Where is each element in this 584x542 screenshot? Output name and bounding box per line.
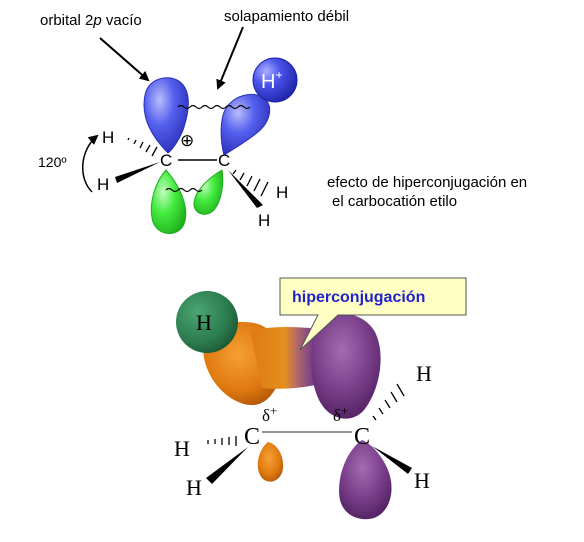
ch-sigma-orbital-top — [220, 94, 271, 156]
hydrogen-left-bottom-1: H — [174, 436, 190, 461]
wedge-bond-right-top — [228, 170, 263, 208]
hydrogen-right-lower: H — [258, 211, 270, 230]
hydrogen-right-bottom-2: H — [414, 468, 430, 493]
delta-plus-left: δ+ — [262, 403, 277, 425]
overlap-arrow — [216, 26, 244, 90]
hydrogen-left-lower: H — [97, 175, 109, 194]
proton-sphere — [252, 57, 298, 103]
lower-p-orbital-lobe — [150, 169, 187, 234]
orbital-arrow — [99, 37, 150, 82]
delta-plus-right: δ+ — [333, 403, 348, 425]
hyperconjugation-callout-box — [279, 277, 467, 351]
purple-orbital-lobe-upper — [310, 313, 381, 419]
hydrogen-right-upper: H — [276, 183, 288, 202]
overlap-label: solapamiento débil — [224, 8, 349, 25]
positive-charge: ⊕ — [180, 131, 194, 150]
overlap-wavy-top — [177, 104, 251, 110]
hydrogen-right-bottom-1: H — [416, 361, 432, 386]
hydrogen-sphere — [176, 291, 238, 353]
ch-sigma-orbital-bottom — [193, 169, 224, 215]
hashed-bond-left-bottom — [207, 436, 237, 446]
hydrogen-left-upper: H — [102, 128, 114, 147]
orbital-label: orbital 2p vacío — [40, 12, 142, 29]
carbon-right-top: C — [218, 151, 230, 170]
wedge-bond-right-bottom — [372, 446, 412, 474]
wedge-bond-left-top — [115, 162, 160, 183]
hashed-bond-right-bottom — [372, 383, 405, 421]
hydrogen-left-bottom-2: H — [186, 475, 202, 500]
proton-label: H+ — [261, 68, 282, 93]
wedge-bond-left-bottom — [206, 447, 248, 484]
hyperconjugation-callout-text: hiperconjugación — [292, 289, 425, 306]
purple-orbital-lobe-lower — [339, 440, 392, 520]
ethyl-carbocation-diagram: orbital 2p vacío solapamiento débil H+ C… — [38, 8, 527, 234]
hydrogen-sphere-label: H — [196, 310, 212, 335]
caption-line-1: efecto de hiperconjugación en — [327, 174, 527, 191]
carbon-right-bottom: C — [354, 424, 370, 450]
carbon-left-bottom: C — [244, 424, 260, 450]
hashed-bond-right-top — [232, 169, 269, 197]
empty-2p-orbital — [143, 77, 189, 154]
hyperconjugation-3d-diagram: H hiperconjugación C δ+ C δ+ H H — [174, 277, 467, 520]
angle-label: 120º — [38, 154, 66, 170]
hashed-bond-left-top — [127, 137, 158, 157]
overlap-wavy-bottom — [165, 187, 203, 193]
orange-orbital-lobe-lower — [257, 442, 284, 482]
caption-line-2: el carbocatión etilo — [332, 193, 457, 210]
angle-arc — [81, 134, 99, 193]
carbon-left-top: C — [160, 151, 172, 170]
